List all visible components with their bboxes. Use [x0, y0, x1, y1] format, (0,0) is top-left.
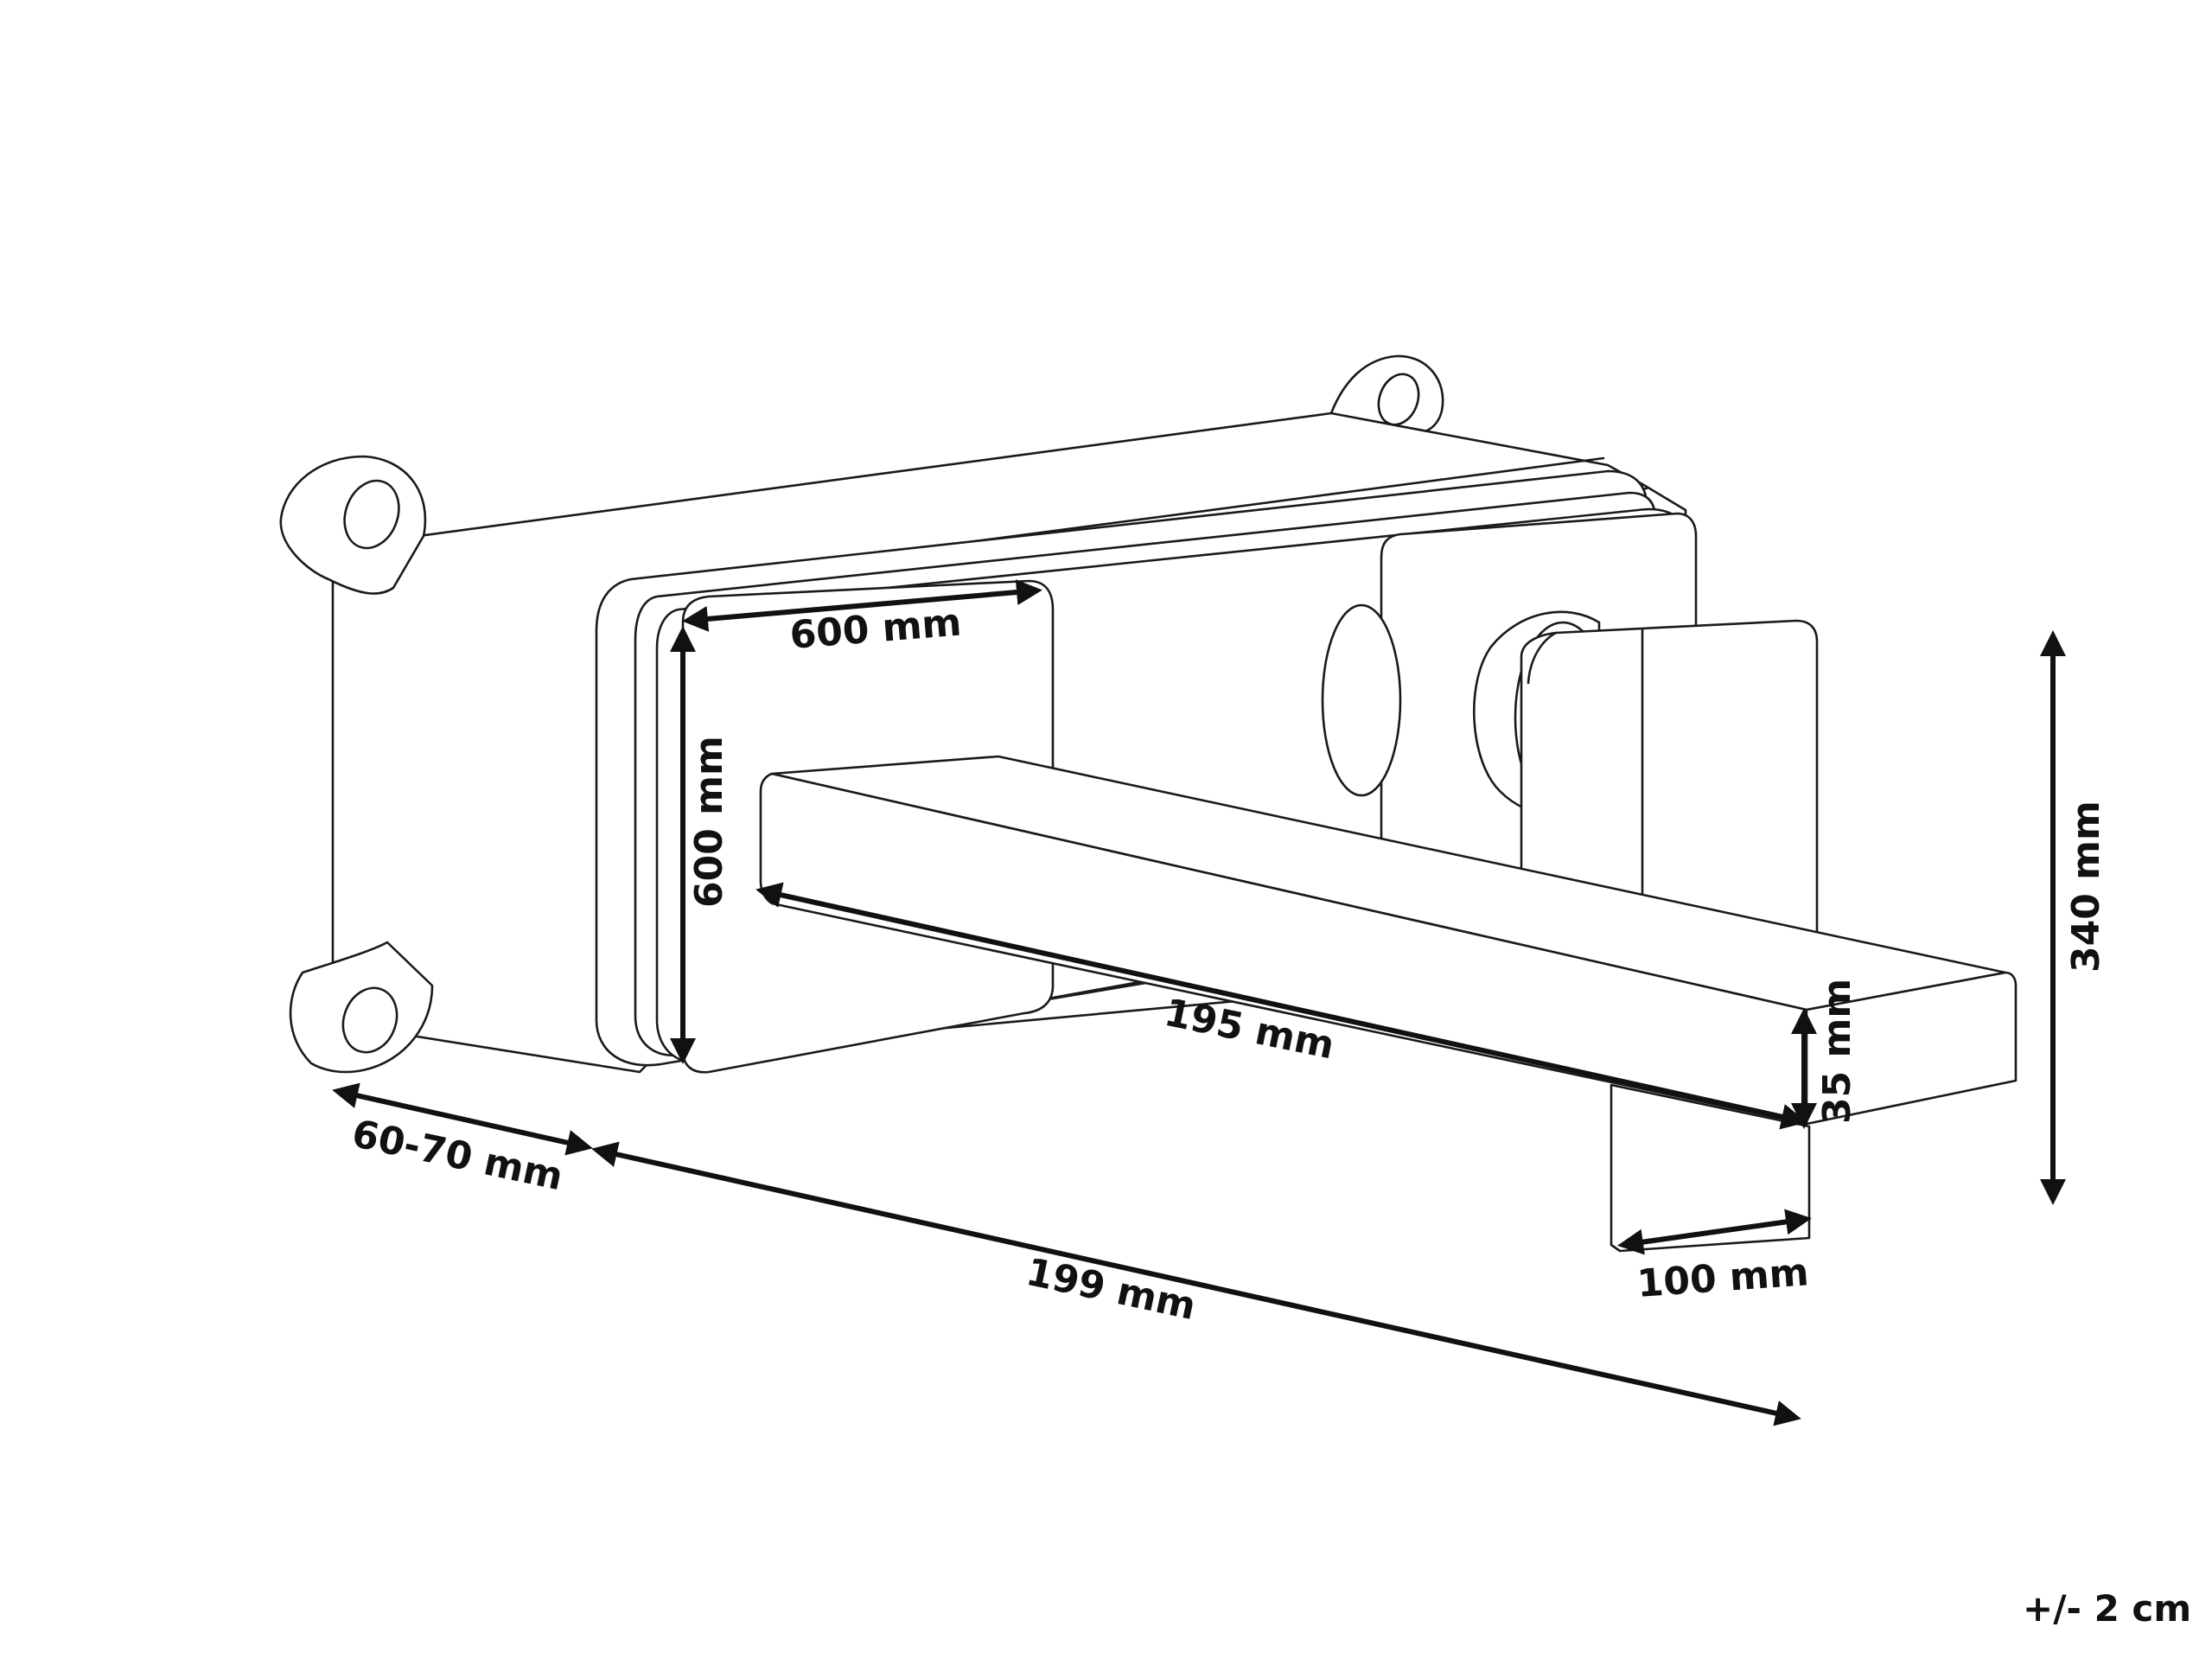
label-tolerance: +/- 2 cm: [2023, 1587, 2191, 1630]
mounting-hole-top-left: [343, 479, 400, 550]
handle-rosette-back: [1321, 603, 1402, 797]
label-spout-height: 35 mm: [1815, 979, 1859, 1124]
dim-line-panel-width: [682, 579, 1042, 632]
dim-line-wall-depth: [332, 1082, 593, 1156]
dim-line-total-depth: [591, 1141, 1801, 1426]
label-spout-width: 100 mm: [1635, 1250, 1810, 1306]
label-wall-depth: 60-70 mm: [348, 1112, 567, 1199]
dim-line-spout-length: [755, 882, 1807, 1130]
dimension-lines: [332, 579, 2066, 1426]
label-total-depth: 199 mm: [1023, 1250, 1200, 1329]
spout-end-face: [1805, 971, 2018, 1126]
label-total-height: 340 mm: [2064, 801, 2108, 973]
mounting-hole-bottom-left: [341, 986, 398, 1054]
label-panel-height: 600 mm: [687, 736, 731, 908]
